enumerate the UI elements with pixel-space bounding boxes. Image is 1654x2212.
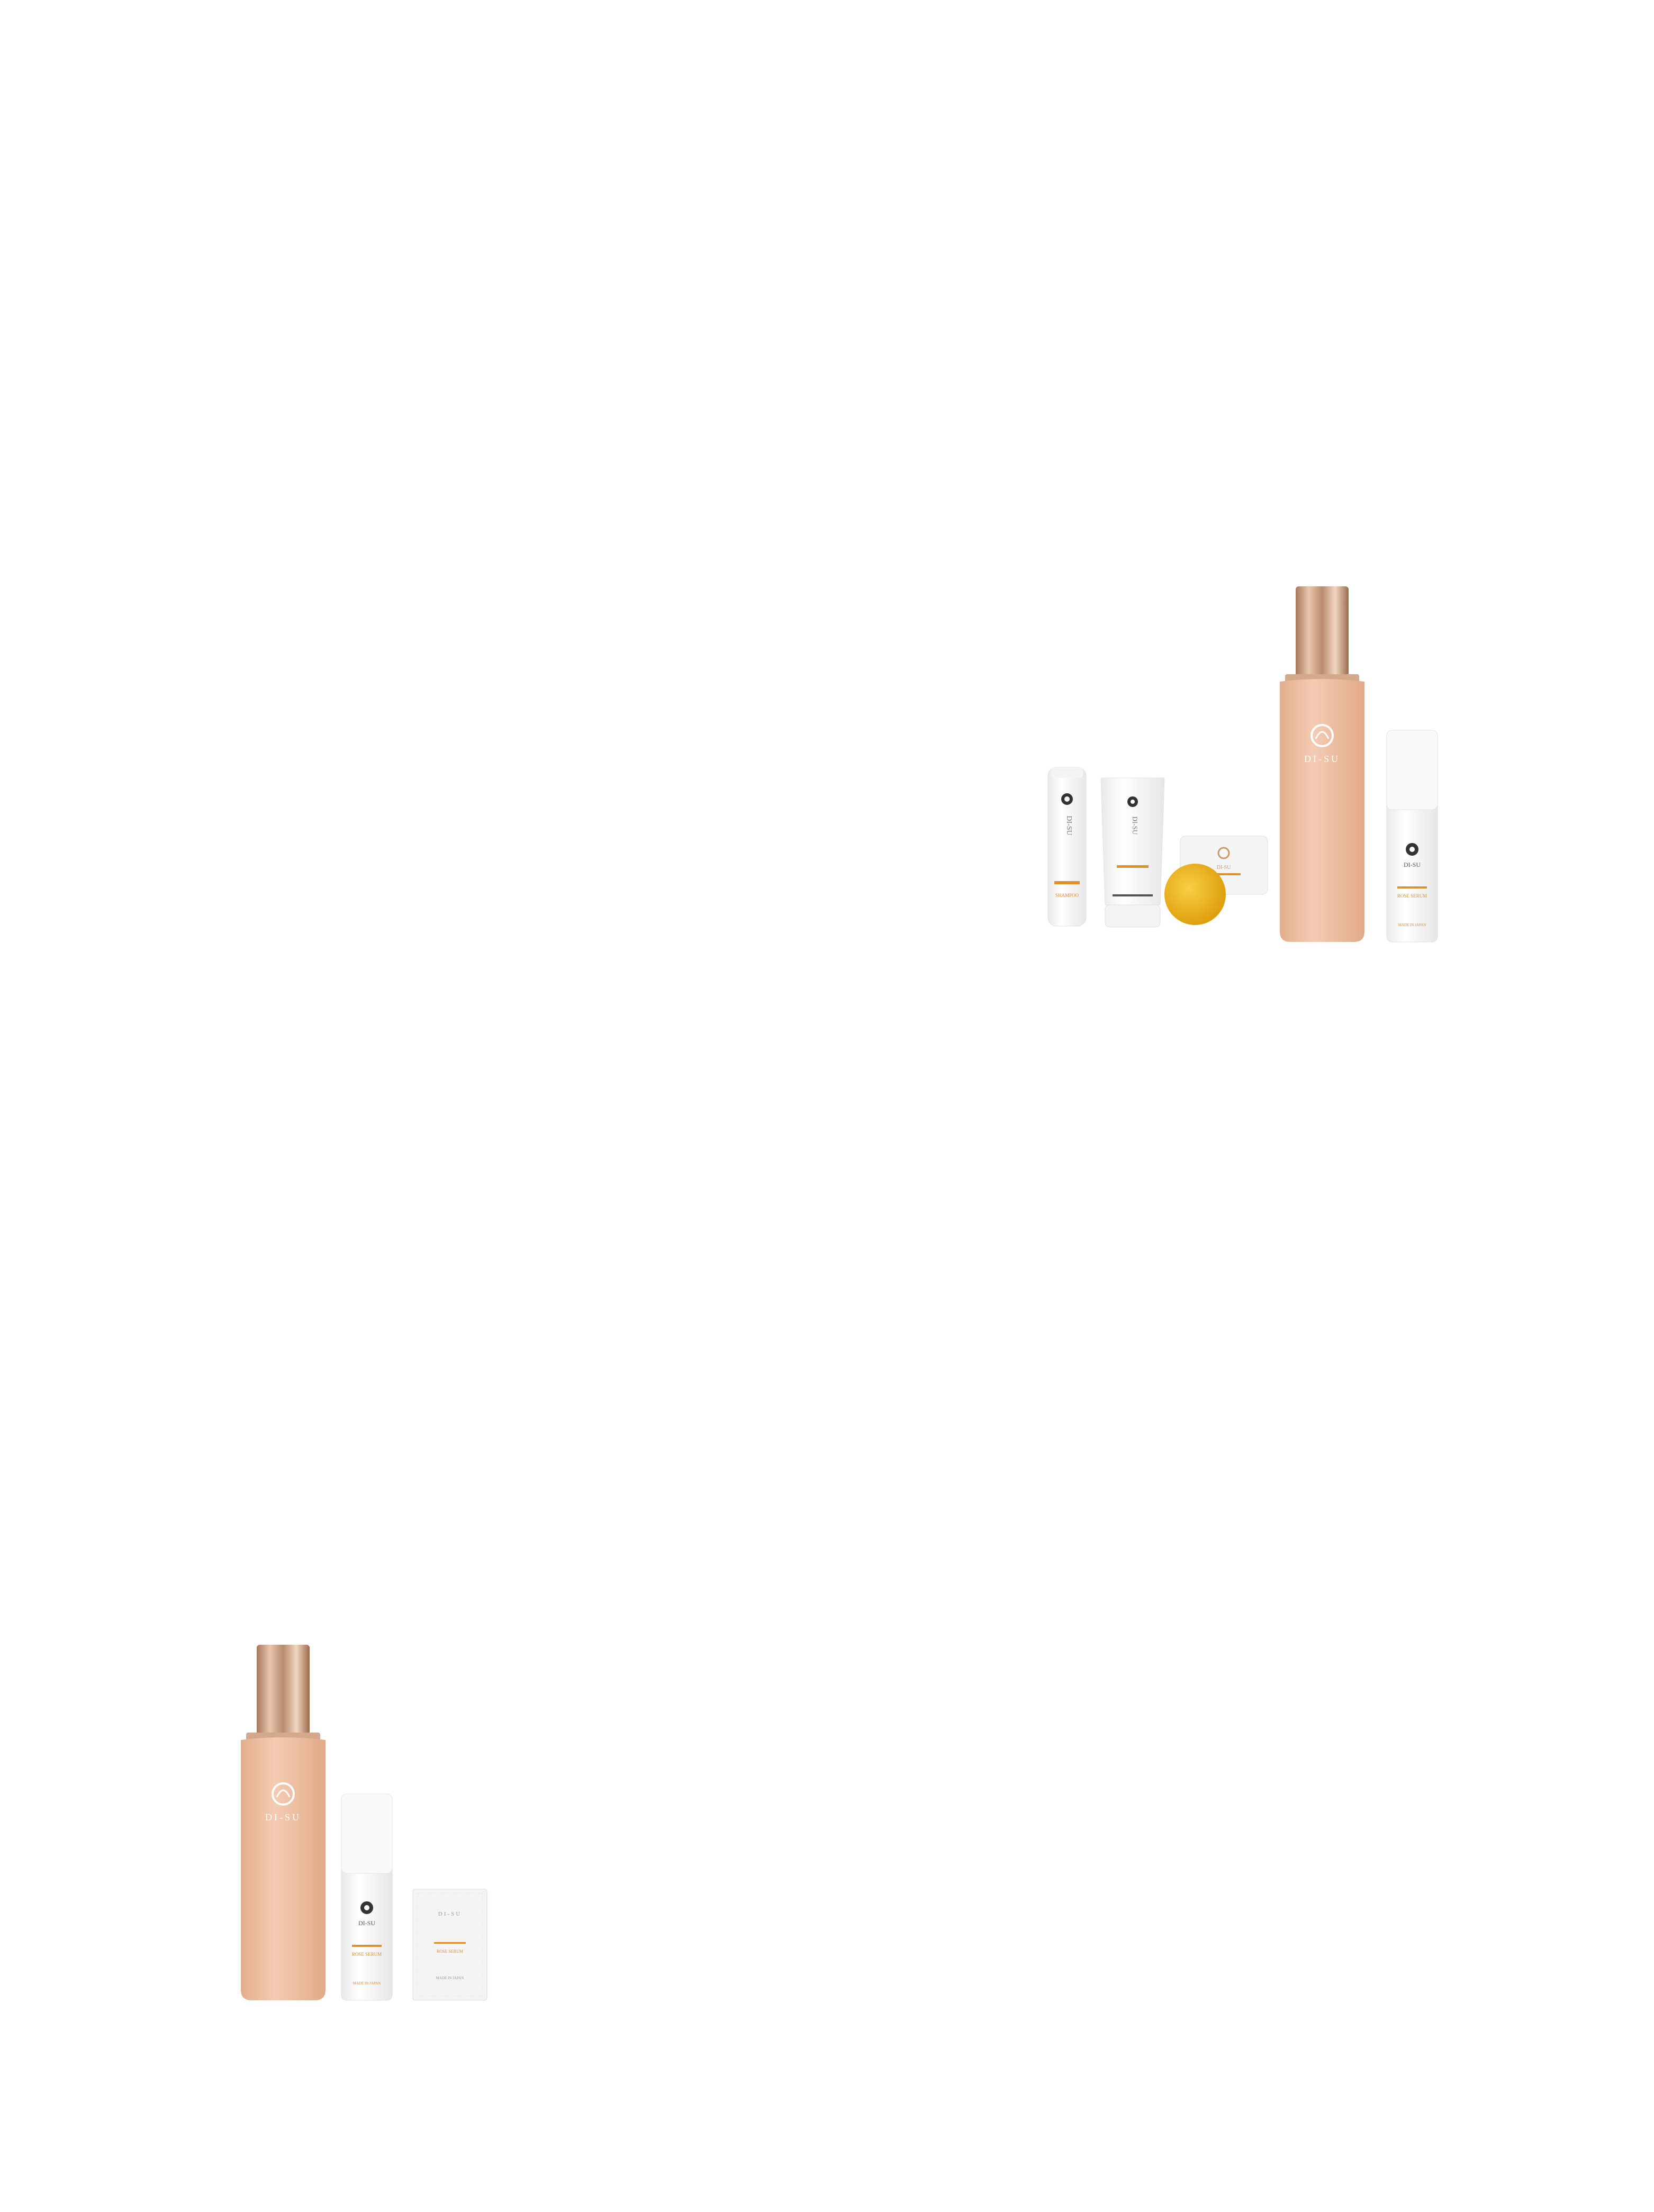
serum-logo: DI-SU: [1404, 861, 1421, 868]
large-bottle-logo: DI-SU: [1304, 754, 1340, 764]
serum-logo-small-set: DI-SU: [358, 1919, 375, 1927]
product-set-full: DI-SU SHAMPOO DI-SU DI-SU DI-SU DI-SU: [1047, 586, 1438, 942]
soap-bar: DI-SU: [1164, 836, 1268, 925]
serum-label: ROSE SERUM: [1397, 893, 1427, 899]
sachet-logo: DI-SU: [438, 1911, 462, 1917]
sachet-label: ROSE SERUM: [437, 1949, 463, 1954]
shampoo-label: SHAMPOO: [1055, 893, 1079, 898]
sample-sachet: DI-SU ROSE SERUM MADE IN JAPAN: [412, 1889, 487, 2001]
tube-logo: DI-SU: [1131, 817, 1139, 835]
product-set-small: DI-SU DI-SU ROSE SERUM MADE IN JAPAN DI-…: [241, 1645, 487, 2001]
shampoo-bottle: DI-SU SHAMPOO: [1047, 767, 1087, 927]
serum-made-in: MADE IN JAPAN: [1398, 923, 1426, 927]
serum-label-small-set: ROSE SERUM: [352, 1952, 382, 1957]
serum-bottle: DI-SU ROSE SERUM MADE IN JAPAN: [1386, 730, 1438, 942]
large-toner-bottle-small-set: DI-SU: [241, 1645, 326, 2000]
sachet-made-in: MADE IN JAPAN: [436, 1976, 464, 1980]
large-bottle-logo-small-set: DI-SU: [265, 1812, 301, 1823]
cream-tube: DI-SU: [1100, 777, 1165, 928]
serum-made-in-small-set: MADE IN JAPAN: [353, 1981, 381, 1986]
shampoo-logo: DI-SU: [1065, 815, 1073, 835]
large-toner-bottle: DI-SU: [1280, 586, 1364, 942]
serum-bottle-small-set: DI-SU ROSE SERUM MADE IN JAPAN: [341, 1793, 393, 2001]
soap-logo: DI-SU: [1217, 865, 1231, 871]
